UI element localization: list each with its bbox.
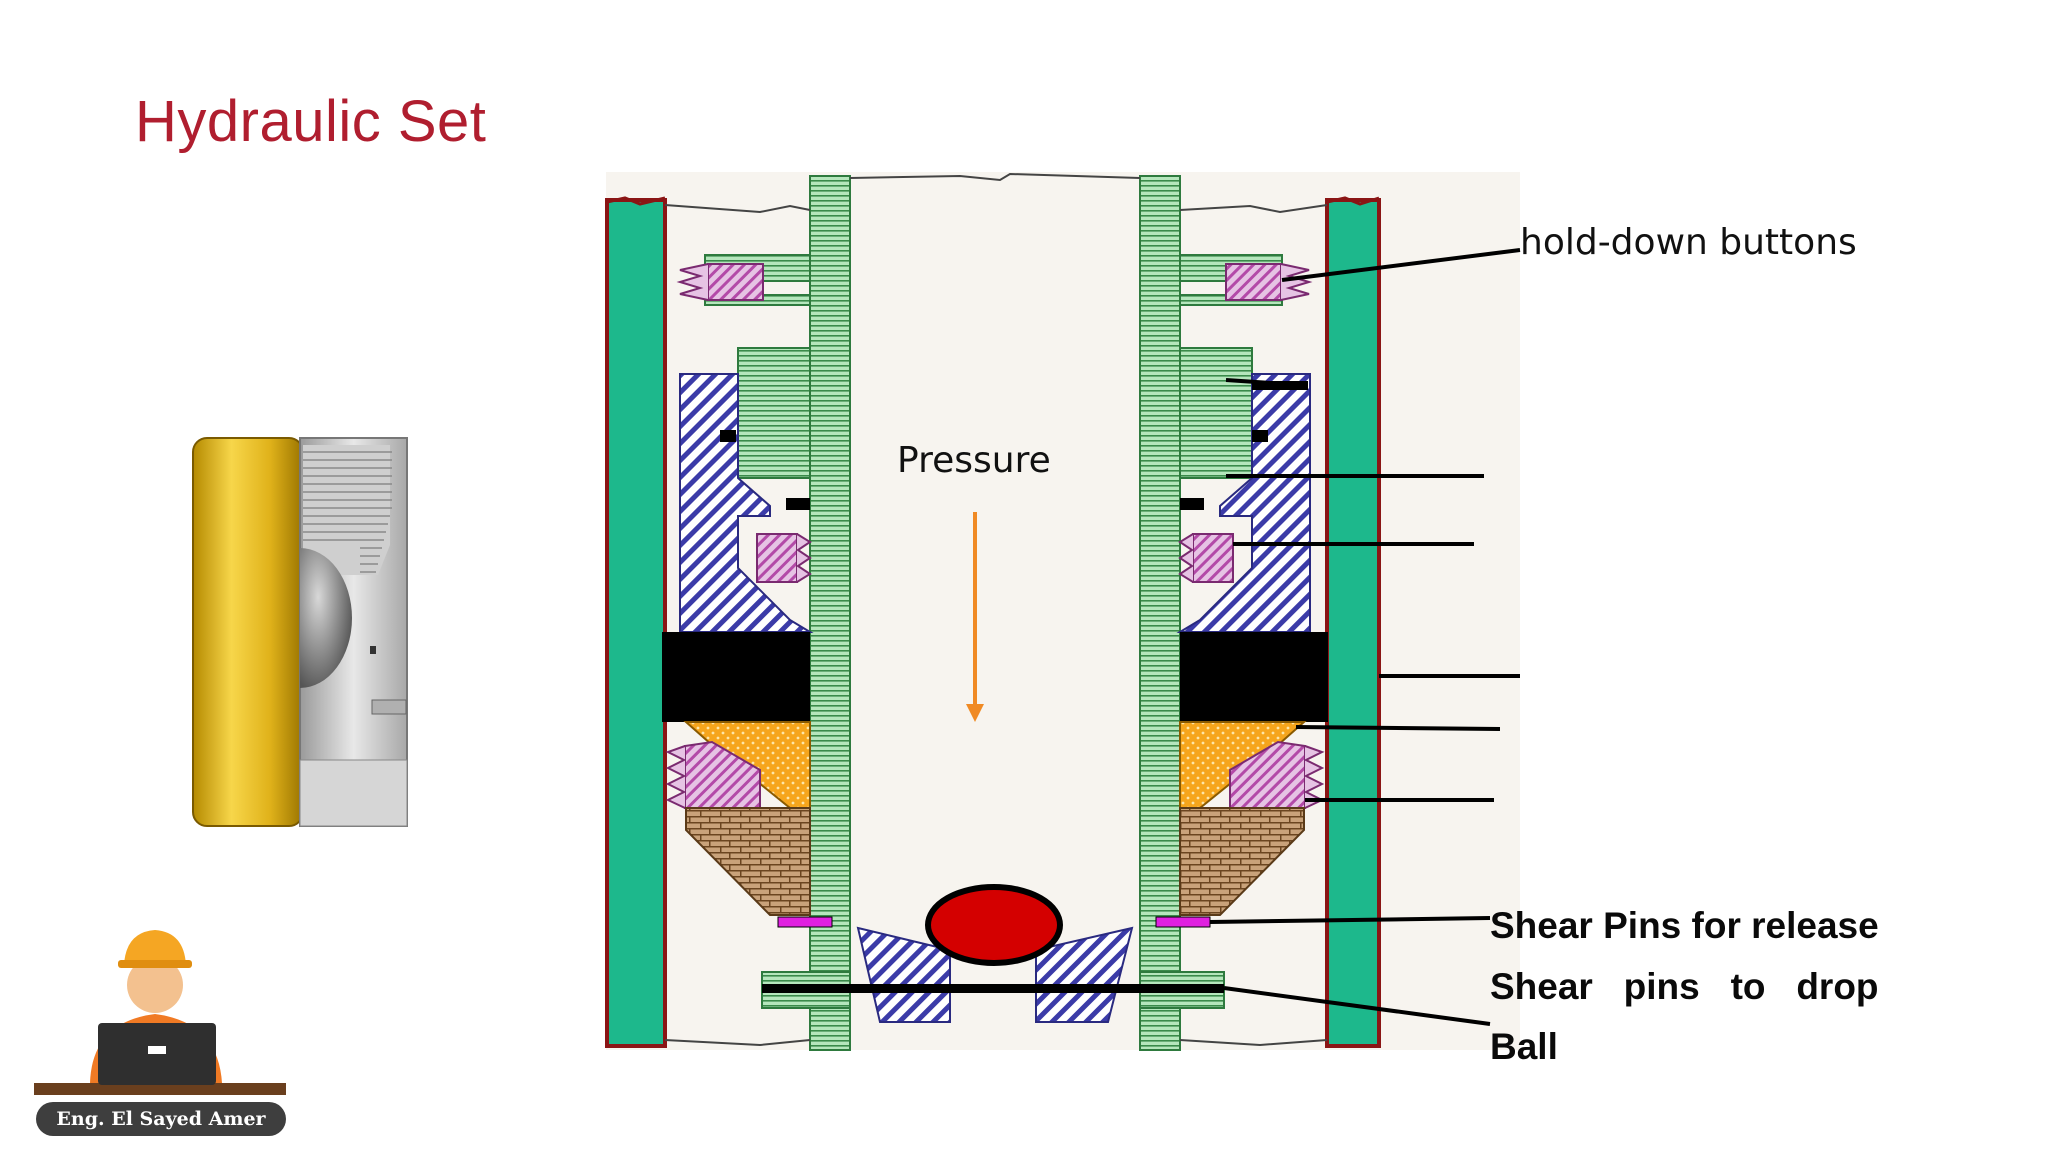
shear-pin-right	[1155, 916, 1211, 928]
shear-pin-left	[777, 916, 833, 928]
body-right	[1179, 807, 1305, 916]
packer-photo	[192, 437, 408, 827]
o-ring-right	[1252, 430, 1268, 442]
lower-slip-left	[665, 740, 761, 809]
engineer-avatar	[34, 930, 286, 1095]
pressure-label: Pressure	[897, 440, 1051, 481]
shear-pins-drop-label: Shear pins to drop	[1490, 966, 1879, 1007]
o-ring-left-lower	[786, 498, 810, 510]
casing-left	[605, 196, 667, 1048]
o-ring-left	[720, 430, 736, 442]
slip-button-left	[756, 533, 812, 583]
ball-label: Ball	[1490, 1026, 1558, 1067]
slip-button-right	[1178, 533, 1234, 583]
lower-slip-right	[1229, 740, 1325, 809]
ball	[925, 884, 1063, 966]
packing-element-right	[1180, 632, 1328, 722]
hold-down-button-right	[1225, 263, 1313, 301]
mandrel-right	[1139, 175, 1283, 1051]
pressure-arrow	[966, 512, 984, 722]
author-badge: Eng. El Sayed Amer	[36, 1102, 286, 1136]
body-left	[685, 807, 811, 916]
slide-title: Hydraulic Set	[135, 89, 487, 154]
hold-down-button-left	[676, 263, 764, 301]
packing-element-left	[662, 632, 810, 722]
shear-pins-release-label: Shear Pins for release	[1490, 905, 1879, 946]
leader-lines	[1209, 248, 1521, 1026]
casing-right	[1325, 196, 1381, 1048]
o-ring-right-lower	[1180, 498, 1204, 510]
shear-pin-drop-ball	[762, 984, 1224, 993]
hold-down-buttons-label: hold-down buttons	[1520, 222, 1857, 263]
